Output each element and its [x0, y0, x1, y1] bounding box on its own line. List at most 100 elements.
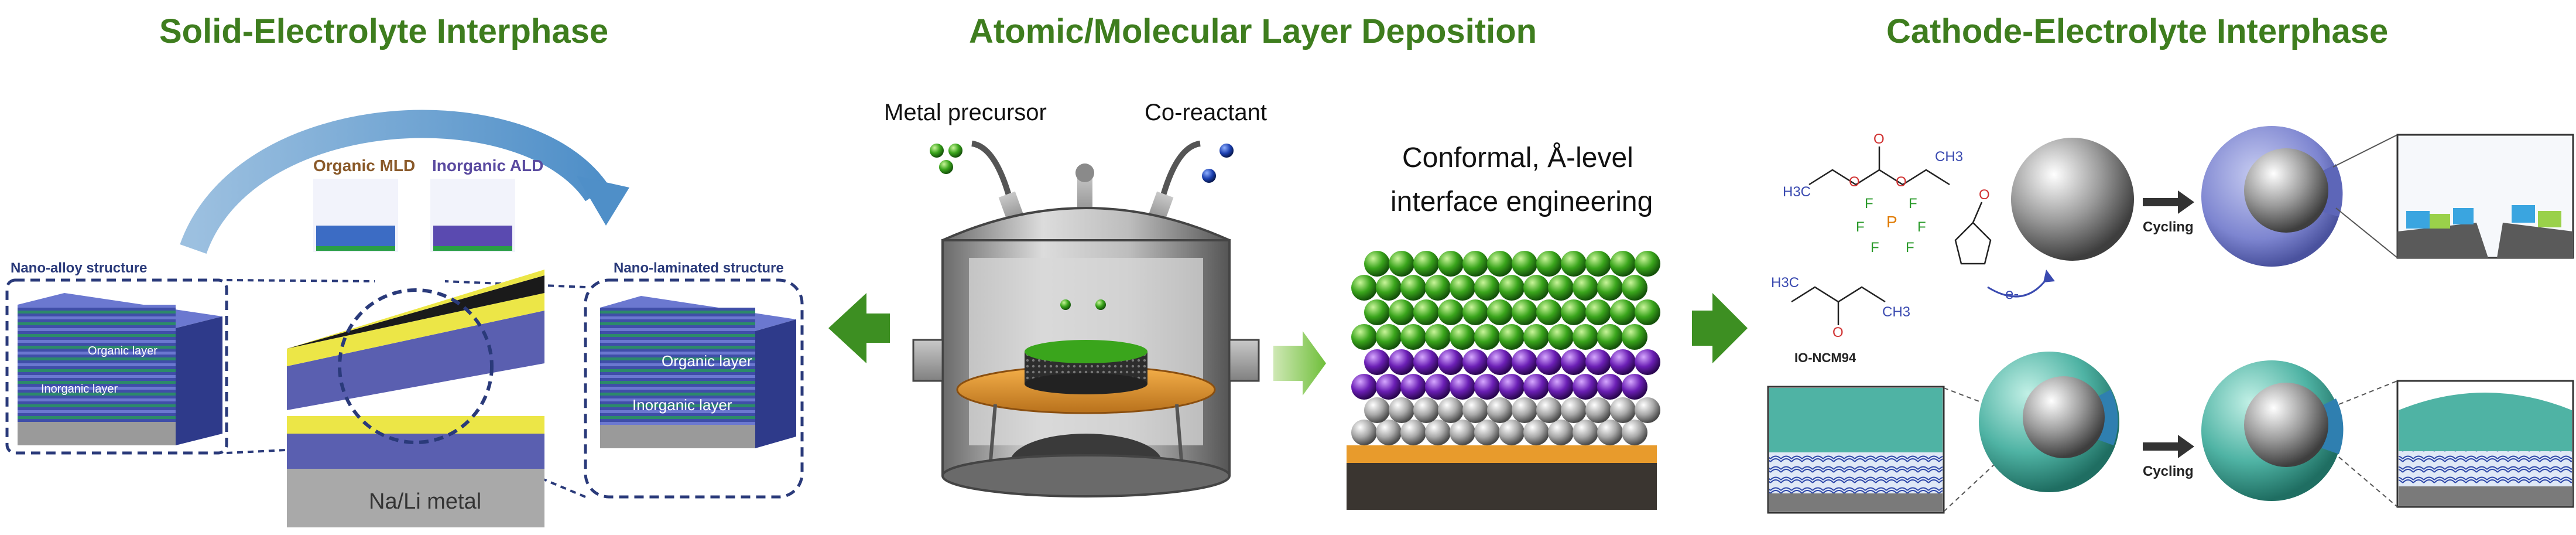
substrate-base	[1347, 463, 1657, 510]
electron-label: e-	[2005, 285, 2019, 302]
cycling-label-top: Cycling	[2143, 219, 2194, 235]
substrate-atom	[1462, 397, 1488, 423]
ald-layer-atom	[1400, 374, 1426, 400]
io-cycled-teal	[2399, 393, 2572, 451]
wedge-yellow-lower	[287, 293, 544, 366]
io-core	[2023, 376, 2105, 458]
methyl-label: H3C	[1783, 184, 1811, 200]
atomic-layer-model: Conformal, Å-level interface engineering	[1347, 142, 1660, 510]
wedge-purple	[287, 311, 544, 410]
mld-layer-atom	[1487, 299, 1513, 325]
ald-reactor: Metal precursor Co-reactant	[884, 100, 1267, 497]
io-ncm94-mesh	[1769, 452, 1943, 493]
substrate-label: Na/Li metal	[369, 489, 481, 514]
ald-layer-atom	[1548, 374, 1574, 400]
oxygen-label: O	[1979, 187, 1990, 203]
cei-core	[2244, 148, 2328, 233]
chamber-base	[941, 454, 1231, 497]
mld-layer-atom	[1536, 251, 1562, 277]
io-cycled-core	[2244, 383, 2328, 467]
mld-layer-atom	[1573, 324, 1598, 350]
io-ncm94-base	[1769, 493, 1943, 512]
nano-alloy-box	[5, 278, 228, 455]
ald-layer-atom	[1376, 374, 1402, 400]
mld-layer-atom	[1610, 251, 1636, 277]
ald-layer-atom	[1499, 374, 1525, 400]
right-transfer-arrow	[1692, 293, 1748, 363]
oxygen-label: O	[1896, 174, 1907, 190]
mld-layer-atom	[1364, 251, 1390, 277]
mld-layer-atom	[1462, 299, 1488, 325]
cei-fragment	[2512, 205, 2535, 223]
cei-zoom-guide	[2335, 207, 2398, 258]
organic-mld-label: Organic MLD	[313, 156, 415, 175]
fluorine-label: F	[1917, 219, 1926, 235]
purple-base-layer	[287, 434, 544, 469]
io-cycled-mesh	[2399, 451, 2572, 486]
ald-layer-atom	[1622, 374, 1647, 400]
metal-slab	[287, 469, 544, 527]
mld-layer-atom	[1523, 324, 1549, 350]
methyl-label: CH3	[1882, 304, 1910, 320]
orange-substrate	[1347, 445, 1657, 463]
chamber-lid	[942, 207, 1230, 241]
substrate-atom	[1622, 420, 1647, 445]
mld-layer-atom	[1425, 324, 1451, 350]
mld-layer-atom	[1573, 275, 1598, 301]
co-reactant-molecule	[1202, 169, 1216, 183]
mld-layer-atom	[1474, 324, 1500, 350]
mld-layer-atom	[1351, 324, 1377, 350]
mld-layer-atom	[1438, 299, 1464, 325]
cycling-label-bottom: Cycling	[2143, 464, 2194, 479]
mld-layer-atom	[1499, 324, 1525, 350]
substrate-atom	[1376, 420, 1402, 445]
mld-layer-atom	[1474, 275, 1500, 301]
mld-layer-atom	[1561, 299, 1587, 325]
left-transfer-arrow	[828, 293, 890, 363]
sample-top-film	[1025, 340, 1147, 363]
substrate-atom	[1450, 420, 1475, 445]
mld-layer-atom	[1597, 324, 1623, 350]
ald-layer-atom	[1561, 349, 1587, 375]
oxygen-label: O	[1873, 131, 1885, 147]
mld-layer-atom	[1635, 299, 1660, 325]
substrate-atom	[1499, 420, 1525, 445]
fluorine-label: F	[1865, 196, 1873, 212]
injected-molecule	[1095, 299, 1106, 310]
substrate-atom	[1561, 397, 1587, 423]
ald-layer-atom	[1523, 374, 1549, 400]
nano-alloy-inorganic-label: Inorganic layer	[41, 383, 118, 396]
fluorine-label: F	[1909, 196, 1917, 212]
ald-thumbnail-layer	[433, 226, 512, 246]
caption-line-2: interface engineering	[1390, 186, 1653, 217]
cei-panel: H3C CH3 O O O H3C CH3 O O P F F F F F F …	[1767, 126, 2574, 514]
co-reactant-tube	[1159, 141, 1201, 200]
atom-stack	[1351, 251, 1660, 445]
deposition-arrow	[1273, 331, 1326, 396]
io-zoom-guide	[1943, 456, 2003, 512]
io-cycled-guide	[2338, 380, 2398, 405]
pf6-anion: P F F F F F F	[1856, 196, 1926, 255]
fluorine-label: F	[1906, 240, 1914, 255]
mld-layer-atom	[1512, 251, 1537, 277]
magnifier-circle	[338, 288, 494, 444]
substrate-atom	[1389, 397, 1414, 423]
mld-layer-atom	[1351, 275, 1377, 301]
mld-layer-atom	[1561, 251, 1587, 277]
electrolyte-molecules	[1791, 146, 1992, 325]
zoom-line-3	[444, 280, 586, 288]
io-ncm94-teal-layer	[1769, 388, 1943, 452]
precursor-molecule	[939, 160, 953, 174]
nano-laminated-substrate	[600, 425, 755, 448]
cei-zoom-guide	[2332, 134, 2398, 168]
mld-layer-atom	[1389, 299, 1414, 325]
mld-layer-atom	[1548, 275, 1574, 301]
mld-layer-atom	[1450, 324, 1475, 350]
nano-laminated-inorganic-label: Inorganic layer	[632, 396, 732, 414]
bare-cathode-particle	[2011, 138, 2134, 261]
substrate-atom	[1512, 397, 1537, 423]
nano-alloy-stack	[18, 305, 176, 422]
substrate-atom	[1438, 397, 1464, 423]
fluorine-label: F	[1871, 240, 1879, 255]
